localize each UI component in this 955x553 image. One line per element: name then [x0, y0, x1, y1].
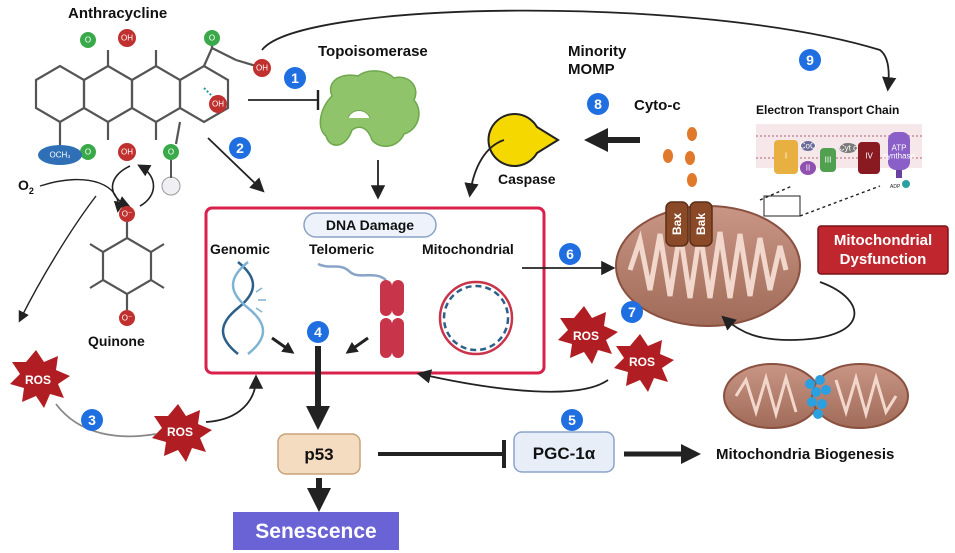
svg-text:4: 4 [314, 324, 322, 340]
atom-oh-2: OH [256, 64, 268, 73]
dna-damage-label: DNA Damage [326, 217, 414, 233]
senescence-label: Senescence [255, 520, 376, 543]
atom-o-minus-2: O⁻ [122, 314, 132, 323]
ros-label-left: ROS [25, 373, 51, 387]
telomere-icon [317, 262, 404, 358]
dividing-mitochondrion [723, 363, 909, 429]
atom-oh-3: OH [212, 100, 224, 109]
mito-dysfunction-line1: Mitochondrial [834, 232, 932, 249]
dysfunction-loop-arrow [721, 281, 856, 341]
svg-text:ATP: ATP [892, 144, 907, 153]
ros-link-line [55, 403, 157, 438]
caspase-icon [487, 113, 560, 167]
arrow-to-etc [261, 9, 897, 92]
atom-o-3: O [85, 148, 91, 157]
svg-text:5: 5 [568, 412, 576, 428]
svg-text:I: I [785, 152, 787, 161]
pgc-label: PGC-1α [533, 444, 596, 463]
caspase-label: Caspase [498, 171, 556, 187]
svg-text:CoQ: CoQ [800, 142, 816, 151]
ros-label-bottom: ROS [167, 425, 193, 439]
pgc-box [513, 431, 615, 473]
anthracycline-label: Anthracycline [68, 5, 167, 22]
mito-dysfunction-line2: Dysfunction [840, 251, 927, 268]
svg-text:8: 8 [594, 96, 602, 112]
ros-burst-bottom: ROS [152, 404, 212, 462]
step-2: 2 [229, 137, 251, 159]
genomic-label: Genomic [210, 241, 270, 257]
step-3: 3 [81, 409, 103, 431]
ros-burst-right-1: ROS [558, 306, 618, 364]
svg-text:2: 2 [236, 140, 244, 156]
step-7: 7 [621, 301, 643, 323]
svg-text:II: II [806, 164, 810, 173]
quinone-to-ros-arrow [18, 195, 97, 323]
genomic-dna-icon [221, 261, 266, 355]
biogenesis-label: Mitochondria Biogenesis [716, 446, 894, 463]
quinone-label: Quinone [88, 333, 145, 349]
atom-o-4: O [168, 148, 174, 157]
p53-label: p53 [304, 445, 333, 464]
svg-text:7: 7 [628, 304, 636, 320]
o2-label: O2 [18, 177, 34, 196]
ros-burst-left: ROS [10, 350, 70, 408]
atom-o-1: O [85, 36, 91, 45]
mito-dysfunction-box [817, 225, 949, 275]
step-1: 1 [284, 67, 306, 89]
ros-burst-right-2: ROS [614, 334, 674, 392]
svg-text:1: 1 [291, 70, 299, 86]
topoisomerase-label: Topoisomerase [318, 43, 428, 60]
step-8: 8 [587, 93, 609, 115]
atom-oh-1: OH [121, 34, 133, 43]
ros-right-to-dna-arrow [416, 369, 609, 393]
svg-text:9: 9 [806, 52, 814, 68]
dna-damage-pill [303, 212, 437, 238]
anthracycline-to-dna-arrow [207, 137, 265, 193]
dna-damage-box [204, 206, 546, 375]
o2-arrow [39, 178, 125, 213]
atom-oh-4: OH [121, 148, 133, 157]
topoisomerase-icon [319, 70, 420, 147]
svg-text:3: 3 [88, 412, 96, 428]
bax-label: Bax [670, 213, 684, 235]
svg-text:IV: IV [865, 152, 873, 161]
cytoc-label: Cyto-c [634, 97, 681, 114]
step-4: 4 [307, 321, 329, 343]
svg-text:III: III [825, 156, 832, 165]
svg-text:ADP: ADP [890, 184, 901, 190]
etc-title: Electron Transport Chain [756, 103, 899, 117]
atom-och3: OCH₃ [49, 151, 70, 160]
svg-text:6: 6 [566, 246, 574, 262]
step-6: 6 [559, 243, 581, 265]
caspase-to-dna-arrow [464, 139, 505, 198]
mitochondrial-dna-label: Mitochondrial [422, 241, 514, 257]
cytoc-molecules [663, 127, 697, 187]
ros-to-dna-arrow [205, 374, 264, 423]
step-9: 9 [799, 49, 821, 71]
svg-text:synthase: synthase [883, 152, 916, 161]
minority-label-1: Minority [568, 43, 627, 60]
svg-text:Cyt c: Cyt c [839, 144, 857, 153]
ros-label-right-1: ROS [573, 329, 599, 343]
bak-protein [689, 201, 713, 247]
senescence-box [233, 512, 399, 550]
telomeric-label: Telomeric [309, 241, 374, 257]
step-5: 5 [561, 409, 583, 431]
etc-complexes: I CoQ II III Cyt c IV ATP synthase ADP [774, 132, 916, 190]
mtdna-icon [438, 280, 514, 356]
bax-protein [665, 201, 689, 247]
bak-label: Bak [694, 213, 708, 235]
atom-o-minus-1: O⁻ [122, 210, 132, 219]
ros-label-right-2: ROS [629, 355, 655, 369]
p53-box [277, 433, 361, 475]
minority-label-2: MOMP [568, 61, 615, 78]
atom-o-2: O [209, 34, 215, 43]
